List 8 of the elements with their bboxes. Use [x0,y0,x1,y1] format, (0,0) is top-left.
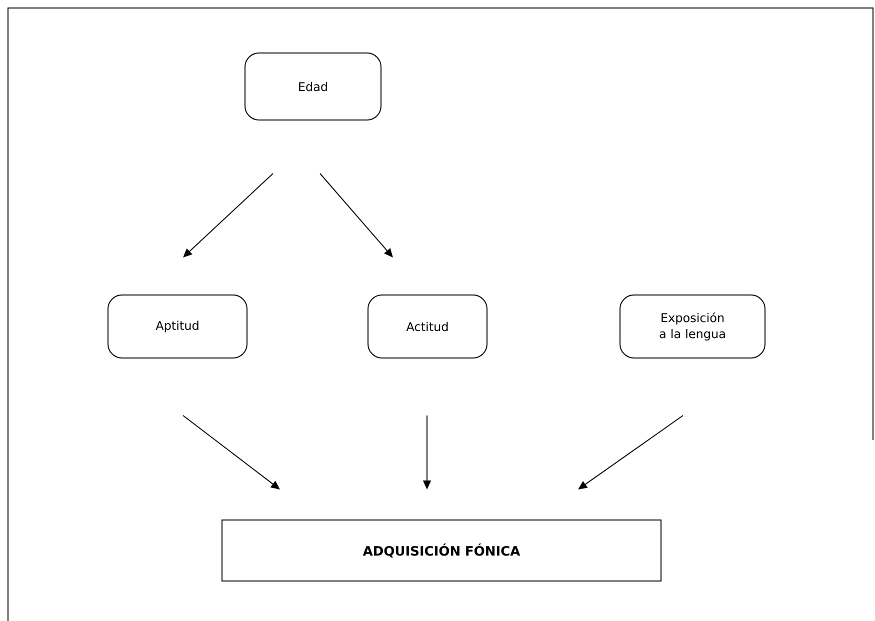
arrow [320,173,393,258]
rounded-box: Aptitud [108,294,248,358]
arrow [183,173,274,258]
process-box: ADQUISICIÓN FÓNICA [222,520,662,582]
rounded-box: Exposición a la lengua [620,294,766,358]
rounded-box: Actitud [368,294,488,358]
rounded-box: Edad [244,52,382,120]
arrow [182,415,280,490]
